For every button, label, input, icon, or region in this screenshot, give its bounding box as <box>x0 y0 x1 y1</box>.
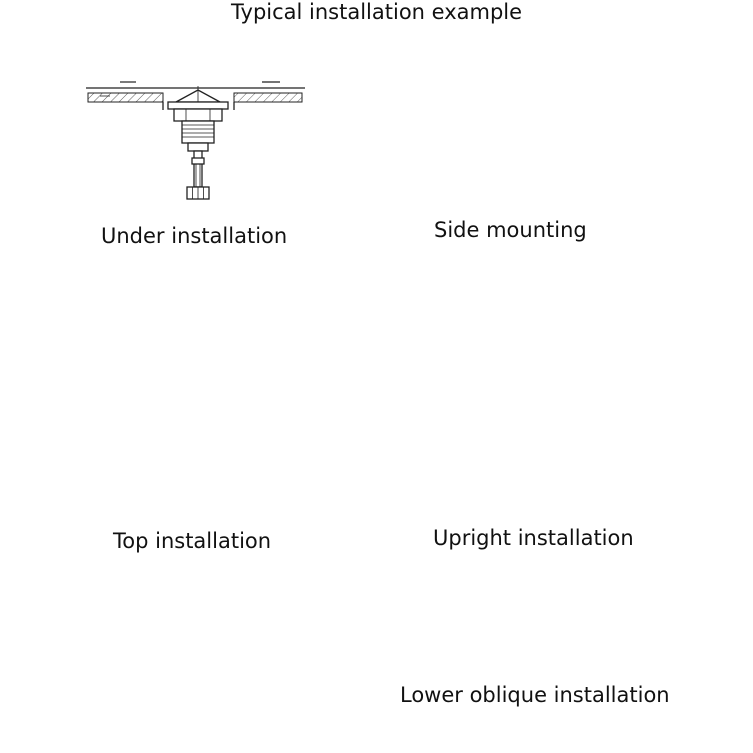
under-installation-diagram <box>86 81 305 200</box>
caption-side-mounting: Side mounting <box>434 218 587 242</box>
caption-lower-oblique-installation: Lower oblique installation <box>400 683 670 707</box>
caption-under-installation: Under installation <box>101 224 288 248</box>
caption-top-installation: Top installation <box>113 529 272 553</box>
caption-upright-installation: Upright installation <box>433 526 634 550</box>
diagram-title: Typical installation example <box>230 0 523 24</box>
